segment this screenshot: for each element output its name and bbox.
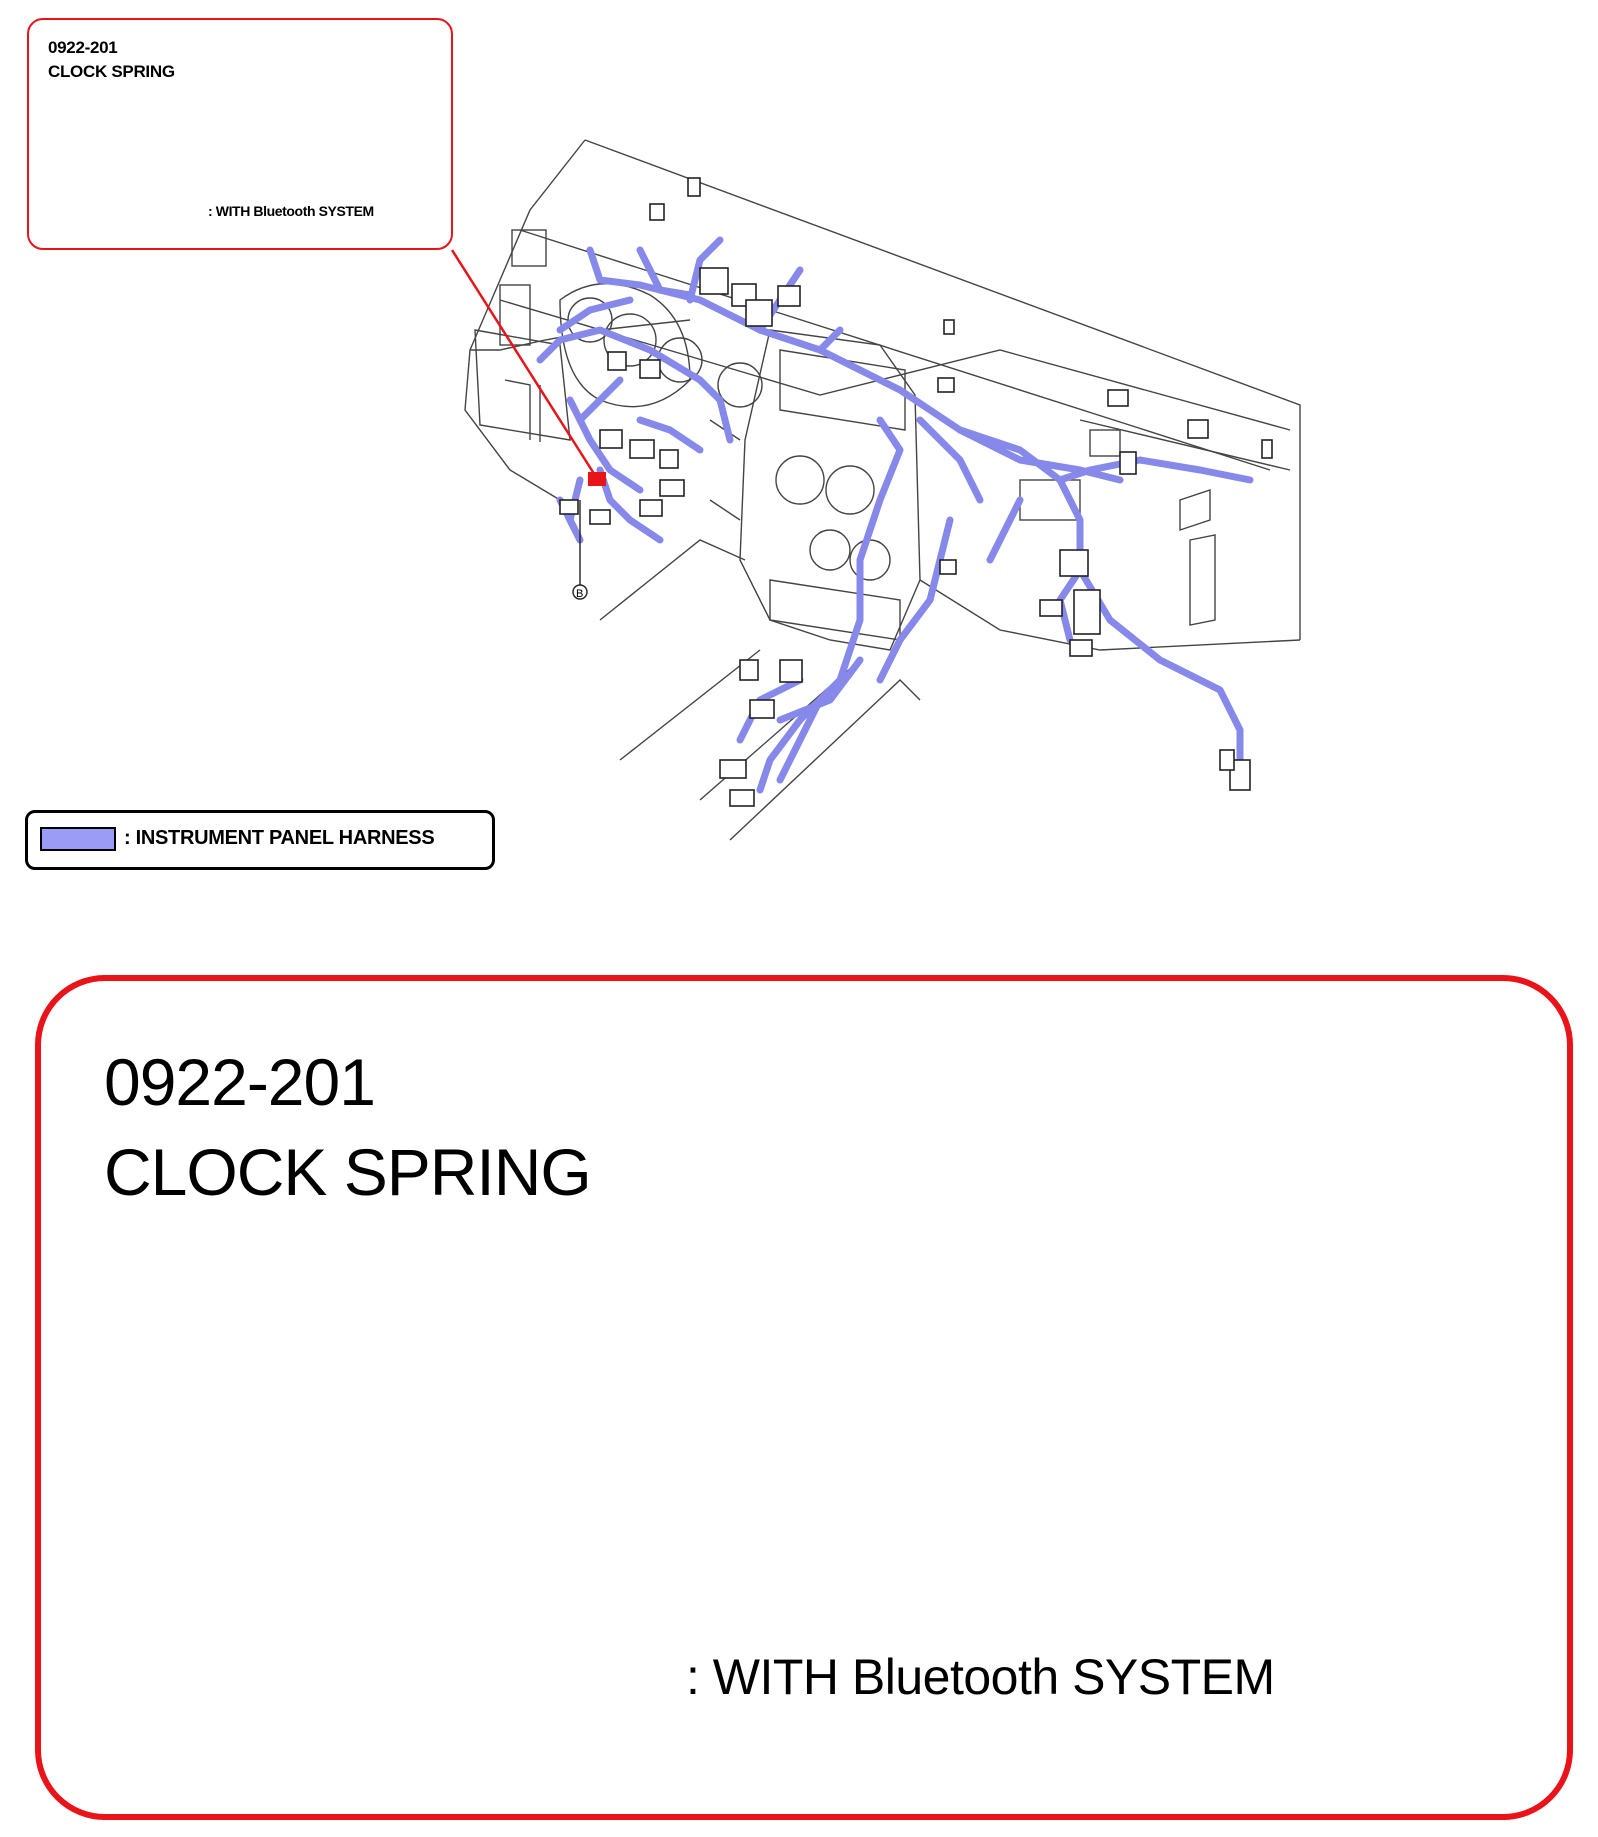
harness-connectors [559,177,1273,807]
inset-connector-name: CLOCK SPRING [48,62,175,81]
inset-option-note: : WITH Bluetooth SYSTEM [208,203,374,219]
ground-point [572,500,588,600]
inset-connector-code: 0922-201 [48,38,118,57]
option-note: : WITH Bluetooth SYSTEM [686,1649,1275,1705]
callout-leader [450,249,606,486]
instrument-panel-harness [536,236,1254,794]
harness-legend-swatch [40,827,116,851]
harness-legend-label: : INSTRUMENT PANEL HARNESS [124,827,435,849]
connector-code: 0922-201 [104,1045,376,1119]
ground-label: B [576,588,583,600]
connector-name: CLOCK SPRING [104,1135,592,1209]
connector-detail-panel [35,975,1573,1820]
connector-inset-callout [27,18,453,250]
